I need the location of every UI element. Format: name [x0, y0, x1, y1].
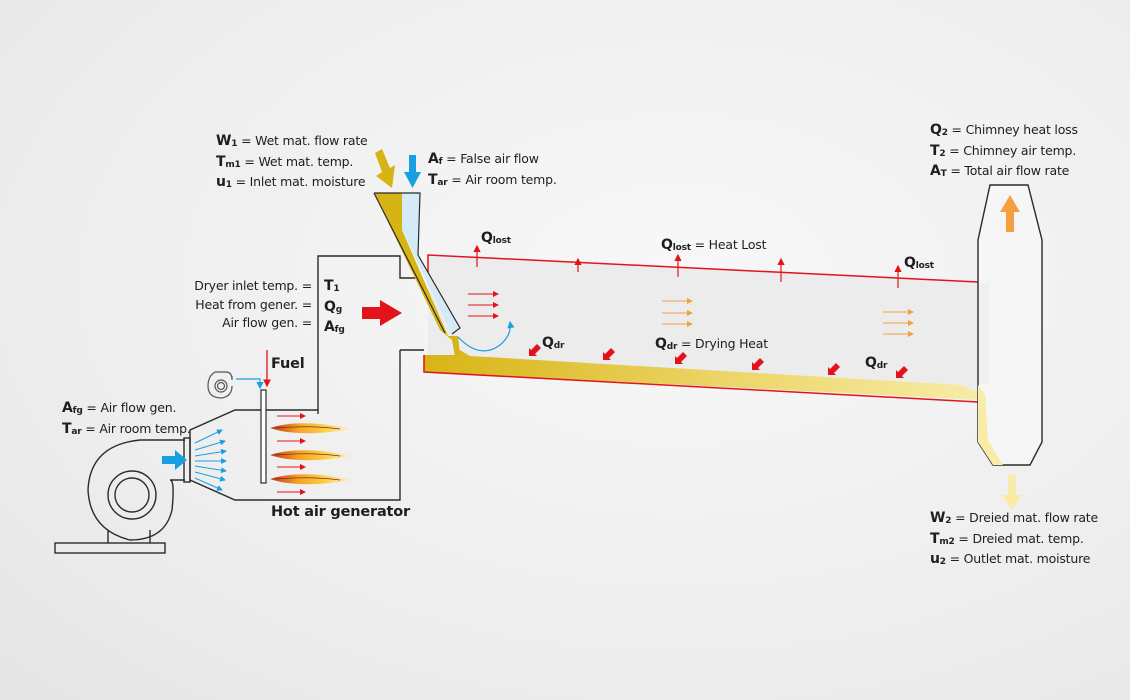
generator-heat-arrows — [277, 413, 306, 495]
false-air-legend: Af = False air flow Tar = Air room temp. — [428, 150, 557, 191]
drying-heat-legend: Qdr = Drying Heat — [655, 336, 768, 352]
legend-row: Q2 = Chimney heat loss — [930, 122, 1078, 138]
qdr-label-left: Qdr — [542, 335, 565, 351]
air-flow-generator-label: Air flow gen. = — [222, 315, 312, 330]
symbol-qg: Qg — [324, 298, 342, 315]
wet-material-inlet-arrow — [375, 149, 395, 188]
chimney-outline — [977, 184, 1043, 466]
heat-lost-legend: Qlost = Heat Lost — [661, 237, 767, 253]
chimney-material-fall — [978, 385, 1003, 465]
drying-heat-arrows — [529, 344, 908, 378]
legend-row: u2 = Outlet mat. moisture — [930, 551, 1091, 567]
dryer-inlet-temp-label: Dryer inlet temp. = — [194, 278, 312, 293]
legend-row: u1 = Inlet mat. moisture — [216, 174, 366, 190]
false-air-swirl-arrow — [457, 320, 515, 352]
mid-drum-air-arrows — [662, 298, 914, 337]
legend-row: Tar = Air room temp. — [428, 171, 557, 188]
main-fan — [54, 437, 191, 554]
qlost-label-left: Qlost — [481, 230, 511, 246]
inlet-material-legend: W1 = Wet mat. flow rate Tm1 = Wet mat. t… — [216, 132, 368, 194]
drum-inlet-hot-air-arrows — [468, 291, 499, 319]
hopper-material — [374, 193, 460, 357]
fan-legend: Afg = Air flow gen. Tar = Air room temp. — [62, 399, 191, 440]
false-air-inlet-arrow — [404, 155, 421, 188]
legend-row: Af = False air flow — [428, 151, 539, 167]
qdr-label-right: Qdr — [865, 355, 888, 371]
fuel-label: Fuel — [271, 356, 305, 372]
burner-flames — [270, 423, 352, 485]
hopper-outline — [373, 192, 461, 335]
dryer-inlet-symbols: T1 Qg Afg — [324, 277, 345, 339]
hot-air-generator-label: Hot air generator — [271, 504, 410, 520]
dryer-inlet-labels: Dryer inlet temp. = Heat from gener. = A… — [180, 277, 312, 333]
combustion-fan-icon — [207, 371, 233, 399]
outlet-material-legend: W2 = Dreied mat. flow rate Tm2 = Dreied … — [930, 509, 1098, 571]
legend-row: Tar = Air room temp. — [62, 420, 191, 437]
legend-row: Tm2 = Dreied mat. temp. — [930, 530, 1084, 547]
legend-row: W1 = Wet mat. flow rate — [216, 133, 368, 149]
heat-lost-arrows — [473, 244, 902, 288]
combustion-air-line — [236, 378, 264, 390]
symbol-t1: T1 — [324, 278, 340, 294]
symbol-afg: Afg — [324, 319, 345, 335]
legend-row: AT = Total air flow rate — [930, 163, 1070, 179]
fan-air-spread-arrows — [194, 429, 227, 491]
outlet-material-arrow — [1002, 475, 1022, 510]
legend-row: Afg = Air flow gen. — [62, 400, 177, 416]
chimney-legend: Q2 = Chimney heat loss T2 = Chimney air … — [930, 121, 1078, 183]
hot-air-flow-arrow — [362, 300, 402, 326]
burner-plate — [260, 389, 267, 484]
legend-row: Tm1 = Wet mat. temp. — [216, 153, 354, 170]
legend-row: W2 = Dreied mat. flow rate — [930, 510, 1098, 526]
qlost-label-right: Qlost — [904, 255, 934, 271]
chimney-interior-cover — [979, 283, 990, 384]
hopper-air — [402, 193, 460, 334]
fan-inlet-air-arrow — [162, 450, 187, 470]
material-bed — [424, 350, 985, 400]
legend-row: T2 = Chimney air temp. — [930, 142, 1077, 159]
heat-from-generator-label: Heat from gener. = — [195, 296, 312, 312]
chimney-exhaust-arrow — [1000, 195, 1020, 232]
drum-bottom-wall — [423, 355, 979, 403]
